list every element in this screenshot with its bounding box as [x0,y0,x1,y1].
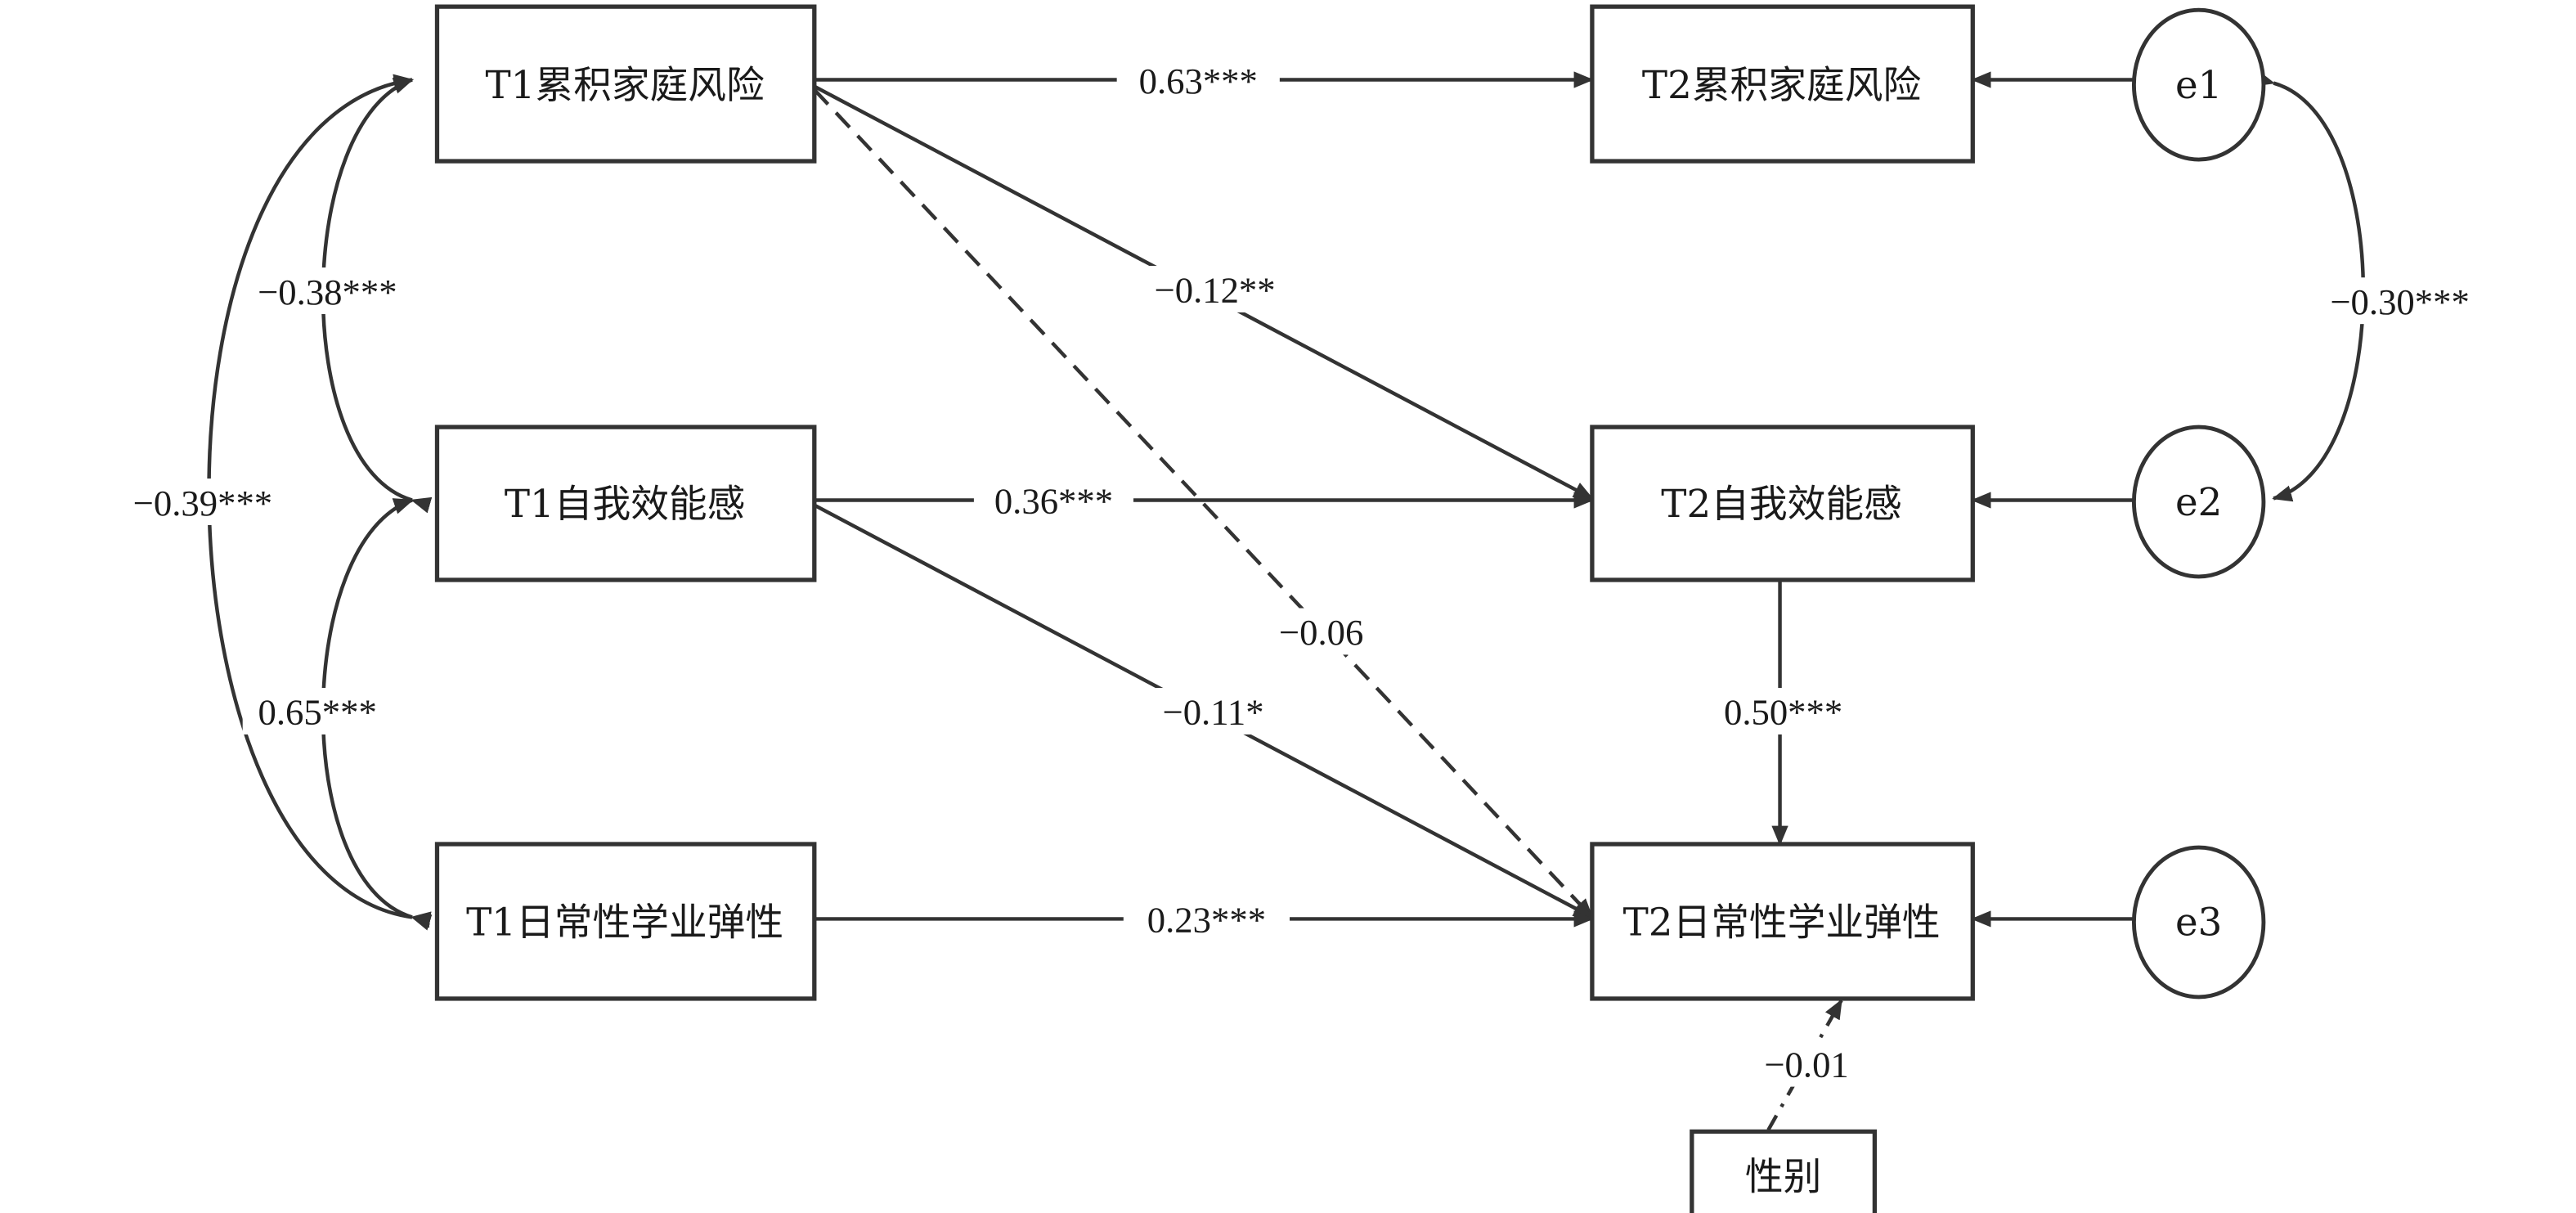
edge-label-t1risk-t2efficacy: −0.12** [1137,266,1294,312]
error-e2-label: e2 [2175,481,2222,525]
cov-coef-t1efficacy-t1resilience: 0.65*** [258,692,377,733]
cov-coef-t1risk-t1resilience: −0.39*** [133,483,272,523]
cov-label-t1risk-t1efficacy: −0.38*** [242,267,412,314]
node-t1-resilience: T1日常性学业弹性 [434,842,817,1001]
coef-t1risk-t2risk: 0.63*** [1139,61,1258,101]
coef-t1efficacy-t2resilience: −0.11* [1162,692,1263,733]
node-t2-resilience: T2日常性学业弹性 [1590,842,1975,1001]
error-e2: e2 [2131,425,2266,579]
edge-label-t1efficacy-t2resilience: −0.11* [1147,688,1280,735]
error-e3: e3 [2131,845,2266,1000]
cov-label-e1-e2: −0.30*** [2313,277,2487,325]
cov-coef-t1risk-t1efficacy: −0.38*** [258,272,397,312]
node-t1-risk: T1累积家庭风险 [434,4,817,164]
node-t2-risk: T2累积家庭风险 [1590,4,1975,164]
edge-label-t1efficacy-t2efficacy: 0.36*** [973,477,1133,523]
node-t2-efficacy: T2自我效能感 [1590,425,1975,582]
cov-coef-e1-e2: −0.30*** [2330,281,2469,322]
edge-label-gender-t2resilience: −0.01 [1748,1040,1865,1087]
node-t1-efficacy-label: T1自我效能感 [505,483,746,527]
cov-label-t1risk-t1resilience: −0.39*** [116,478,289,525]
error-e3-label: e3 [2175,901,2222,946]
node-t1-efficacy: T1自我效能感 [434,425,817,582]
edge-label-t1resilience-t2resilience: 0.23*** [1123,895,1290,942]
node-t2-risk-label: T2累积家庭风险 [1642,64,1921,108]
coef-t1risk-t2resilience: −0.06 [1279,612,1363,653]
node-t2-resilience-label: T2日常性学业弹性 [1623,901,1941,946]
node-t1-resilience-label: T1日常性学业弹性 [466,901,783,946]
edge-label-t1risk-t2resilience: −0.06 [1263,608,1380,655]
node-t2-efficacy-label: T2自我效能感 [1661,483,1902,527]
coef-t2efficacy-t2resilience: 0.50*** [1724,692,1842,733]
coef-t1efficacy-t2efficacy: 0.36*** [994,481,1113,522]
edge-label-t2efficacy-t2resilience: 0.50*** [1705,688,1862,735]
error-e1: e1 [2131,7,2266,162]
coef-t1risk-t2efficacy: −0.12** [1155,270,1276,311]
error-e1-label: e1 [2175,64,2222,108]
path-t1risk-t2resilience [813,88,1594,919]
node-gender-label: 性别 [1745,1156,1821,1200]
coef-t1resilience-t2resilience: 0.23*** [1147,900,1266,941]
node-gender: 性别 [1690,1129,1878,1213]
cov-label-t1efficacy-t1resilience: 0.65*** [242,688,396,735]
node-t1-risk-label: T1累积家庭风险 [485,64,764,108]
coef-gender-t2resilience: −0.01 [1764,1044,1848,1085]
edge-label-t1risk-t2risk: 0.63*** [1116,56,1280,103]
path-gender-t2resilience [1766,999,1843,1131]
